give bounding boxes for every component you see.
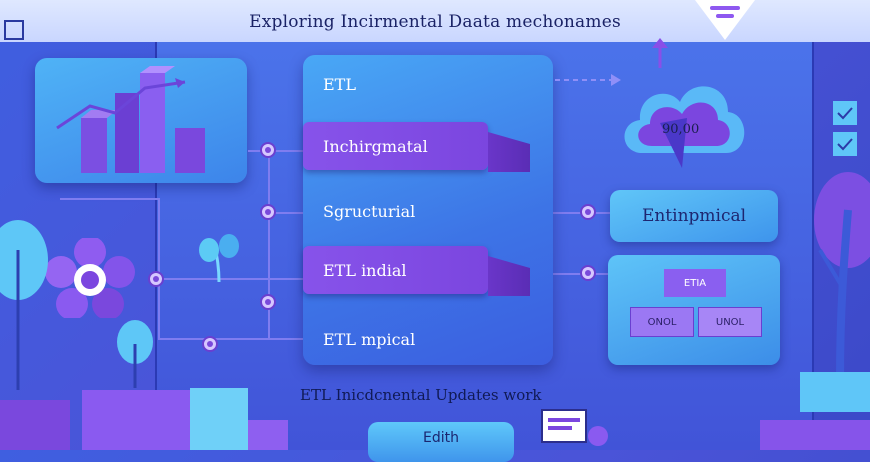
connector-line — [268, 212, 303, 214]
cloud-value: 90,00 — [662, 122, 700, 137]
block-right: UNOL — [698, 307, 762, 337]
block-top-label: ETIA — [683, 277, 707, 289]
bar-chart-icon — [56, 66, 205, 173]
diagram-title: Exploring Incirmental Daata mechonames — [249, 12, 621, 32]
etl-top-label: ETL — [323, 75, 356, 94]
connector-node — [260, 142, 276, 158]
block-right-label: UNOL — [715, 316, 745, 328]
monitor-icon — [541, 409, 608, 446]
connector-node — [202, 336, 218, 352]
connector-node — [260, 204, 276, 220]
deco-block — [800, 372, 870, 412]
connector-line — [60, 198, 160, 200]
connector-node — [260, 294, 276, 310]
entinpmical-card: Entinpmical — [610, 190, 778, 242]
block-left-label: ONOL — [647, 316, 677, 328]
connector-line — [158, 198, 160, 338]
etl-bar-indial: ETL indial — [303, 246, 530, 296]
etl-mpical-label: ETL mpical — [323, 330, 416, 349]
checkbox-icon — [4, 20, 24, 40]
deco-block — [190, 388, 248, 450]
deco-block — [760, 420, 870, 450]
flower-gear-icon — [45, 238, 135, 318]
cloud-icon — [624, 86, 745, 168]
deco-block — [0, 400, 70, 450]
deco-block — [82, 390, 190, 450]
bottom-caption: ETL Inicdcnental Updates work — [300, 386, 542, 404]
deco-block — [248, 420, 288, 450]
dashed-arrow — [555, 74, 621, 86]
connector-node — [580, 265, 596, 281]
funnel-icon — [695, 0, 755, 40]
bar-label: Inchirgmatal — [323, 136, 428, 156]
checkbox-icon — [833, 101, 857, 156]
blocks-card: ETIA ONOL UNOL — [608, 255, 780, 365]
up-arrow-icon — [652, 38, 668, 68]
connector-line — [268, 150, 270, 340]
bar-label: ETL indial — [323, 260, 407, 280]
connector-line — [158, 338, 303, 340]
sprout-icon — [199, 234, 239, 282]
tree-icon — [117, 320, 153, 388]
connector-node — [148, 271, 164, 287]
tree-icon — [0, 220, 48, 390]
tree-icon — [814, 172, 870, 380]
etl-bar-incremental: Inchirgmatal — [303, 122, 530, 172]
connector-node — [580, 204, 596, 220]
etl-structural-label: Sgructurial — [323, 202, 416, 221]
entinpmical-label: Entinpmical — [641, 206, 747, 226]
block-left: ONOL — [630, 307, 694, 337]
etl-main-card — [303, 55, 553, 365]
connector-line — [158, 278, 303, 280]
bar-chart-card — [35, 58, 247, 183]
edith-button[interactable]: Edith — [368, 422, 514, 462]
block-top: ETIA — [664, 269, 726, 297]
